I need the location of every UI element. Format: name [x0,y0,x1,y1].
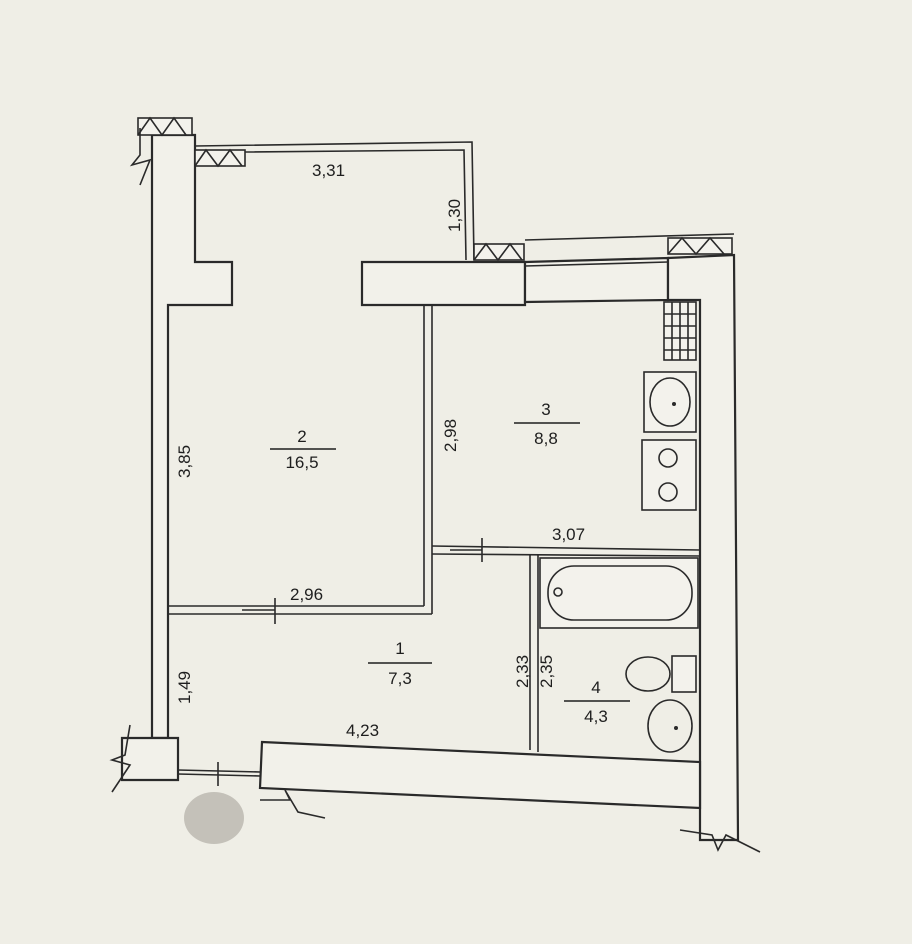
svg-text:2: 2 [297,427,306,446]
room-4-label: 4 4,3 [564,678,630,726]
room-3-label: 3 8,8 [514,400,580,448]
dim-kitchen-width: 3,07 [552,525,585,544]
balcony-frame-outer [194,141,475,261]
bottom-left-stub [120,736,180,782]
balcony-frame-inner [244,149,467,261]
partition-bath-left [529,554,539,752]
dim-room2-height: 3,85 [175,445,194,478]
kitchen-balcony-frame [524,233,735,267]
svg-text:4: 4 [591,678,600,697]
kitchen-sink-icon [643,371,697,433]
window-top-left [137,116,193,137]
dim-room2-width: 2,96 [290,585,323,604]
left-outer-wall [150,133,234,740]
break-line-bottom-left [109,724,132,793]
top-wall-right [360,260,527,307]
svg-text:1: 1 [395,639,404,658]
window-room2 [194,148,246,168]
svg-text:16,5: 16,5 [285,453,318,472]
door-entrance [177,762,261,786]
window-kitchen [667,236,733,256]
blurred-mark [184,792,244,844]
bathroom-sink-icon [647,699,693,753]
dim-bath-a: 2,33 [513,655,532,688]
dim-balcony-depth: 1,30 [445,199,464,232]
partition-kitchen-bottom [431,545,701,557]
stove-icon [641,439,697,511]
room-1-label: 1 7,3 [368,639,432,688]
room-2-label: 2 16,5 [270,427,336,472]
bottom-wall [258,740,702,810]
break-line-bottom [260,789,326,819]
bathtub-icon [539,557,699,629]
dim-room2-inner: 2,98 [441,419,460,452]
svg-text:8,8: 8,8 [534,429,558,448]
right-outer-wall [666,253,740,842]
window-kitchen-door [473,242,525,262]
partition-room2-bottom [168,605,432,615]
door-room2 [242,598,276,624]
svg-text:7,3: 7,3 [388,669,412,688]
kitchen-vent-grid [663,301,697,361]
dim-hall-length: 4,23 [346,721,379,740]
dim-balcony-width: 3,31 [312,161,345,180]
partition-room2-right [423,305,433,614]
svg-text:4,3: 4,3 [584,707,608,726]
dim-hall-height: 1,49 [175,671,194,704]
toilet-icon [625,655,697,693]
break-line-right [679,829,761,853]
svg-text:3: 3 [541,400,550,419]
dim-bath-b: 2,35 [537,655,556,688]
door-kitchen [450,538,483,562]
break-line-top [129,128,152,186]
